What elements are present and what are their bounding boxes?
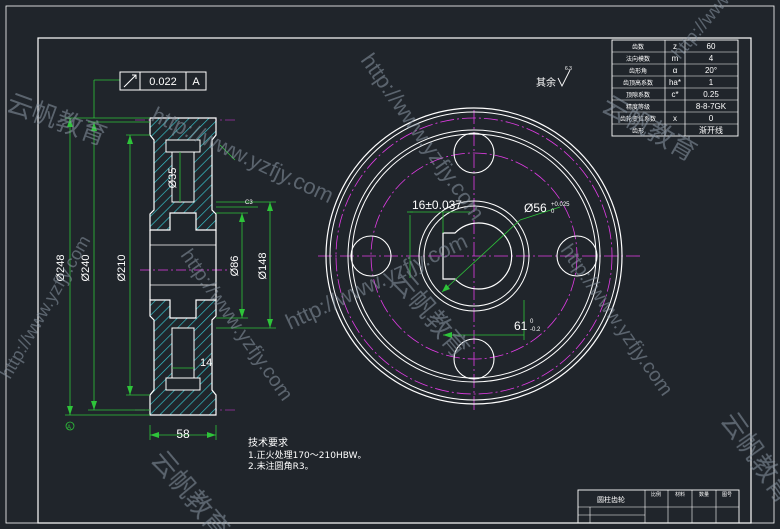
title-block-col3: 数量 <box>699 491 709 498</box>
param-value: 0 <box>709 114 714 123</box>
tolerance-value: 0.022 <box>149 76 177 88</box>
dim-bore: Ø56 <box>524 201 547 215</box>
surface-roughness-value: 6.3 <box>565 66 572 72</box>
param-symbol: m <box>672 54 679 63</box>
params-table-rows: 齿数 z 60 法向模数 m 4 齿形角 α 20° 齿顶高系数 ha* 1 顶隙系数 c* 0.25 精度等… <box>620 42 727 135</box>
dim-w14: 14 <box>200 357 212 369</box>
tech-req-line1: 1.正火处理170～210HBW。 <box>248 449 366 461</box>
title-block-col1: 比例 <box>651 491 661 498</box>
dim-hub-tol-upper: 0 <box>530 319 534 325</box>
datum-a-symbol: A <box>67 425 71 431</box>
watermark-brand-1: 云帆教育 <box>3 88 111 152</box>
param-symbol: α <box>673 66 678 75</box>
param-symbol: z <box>673 42 677 51</box>
param-label: 齿数 <box>632 43 644 51</box>
param-value: 8-8-7GK <box>696 102 727 111</box>
tech-req-line2: 2.未注圆角R3。 <box>248 460 314 472</box>
dim-hub-tol-lower: -0.2 <box>530 327 541 333</box>
dim-d248: Ø248 <box>55 255 67 282</box>
param-value: 60 <box>707 42 716 51</box>
roughness-icon <box>557 69 571 88</box>
dim-d240: Ø240 <box>80 255 92 282</box>
param-label: 齿顶高系数 <box>623 79 653 87</box>
surface-note-text: 其余 <box>536 76 556 89</box>
watermark-url-6: http://www.yzfjy.com <box>668 0 780 63</box>
section-view <box>65 71 276 440</box>
param-label: 精度等级 <box>626 103 650 111</box>
param-symbol: ha* <box>669 78 681 87</box>
title-block-col4: 图号 <box>722 492 732 498</box>
param-value: 1 <box>709 78 714 87</box>
watermark-url-5: http://www.yzfjy.com <box>556 240 677 400</box>
param-symbol: c* <box>671 90 678 99</box>
params-table <box>611 39 739 137</box>
param-symbol: x <box>673 114 677 123</box>
dim-hub: 61 <box>514 319 528 333</box>
param-label: 顶隙系数 <box>626 91 650 99</box>
dim-keyway: 16±0.037 <box>412 198 462 212</box>
dim-w58: 58 <box>176 427 190 441</box>
dim-d148: Ø148 <box>257 253 269 280</box>
dim-d210: Ø210 <box>116 255 128 282</box>
title-block-col2: 材料 <box>675 491 685 498</box>
dim-bore-tol-lower: 0 <box>551 209 555 215</box>
dim-d86: Ø86 <box>229 256 241 277</box>
tolerance-datum: A <box>192 76 200 88</box>
param-value: 20° <box>705 66 717 75</box>
chamfer-label: C3 <box>245 200 253 206</box>
param-label: 齿形角 <box>629 67 647 75</box>
param-value: 0.25 <box>703 90 719 99</box>
sheet-inner-border <box>37 37 752 524</box>
param-value: 4 <box>709 54 714 63</box>
dim-d35: Ø35 <box>167 168 179 189</box>
front-view <box>318 107 640 410</box>
watermark-url-7: http://www.yzfjy.com <box>0 232 94 382</box>
param-label: 齿形 <box>632 127 644 135</box>
dim-bore-tol-upper: +0.025 <box>551 202 570 208</box>
title-block-name: 圆柱齿轮 <box>597 495 625 504</box>
param-label: 齿轮变位系数 <box>620 115 656 123</box>
watermark-brand-4: 云帆教育 <box>145 445 235 529</box>
param-value: 渐开线 <box>699 125 723 135</box>
title-block <box>577 489 740 524</box>
tech-req-title: 技术要求 <box>248 436 288 449</box>
param-label: 法向模数 <box>626 55 650 63</box>
